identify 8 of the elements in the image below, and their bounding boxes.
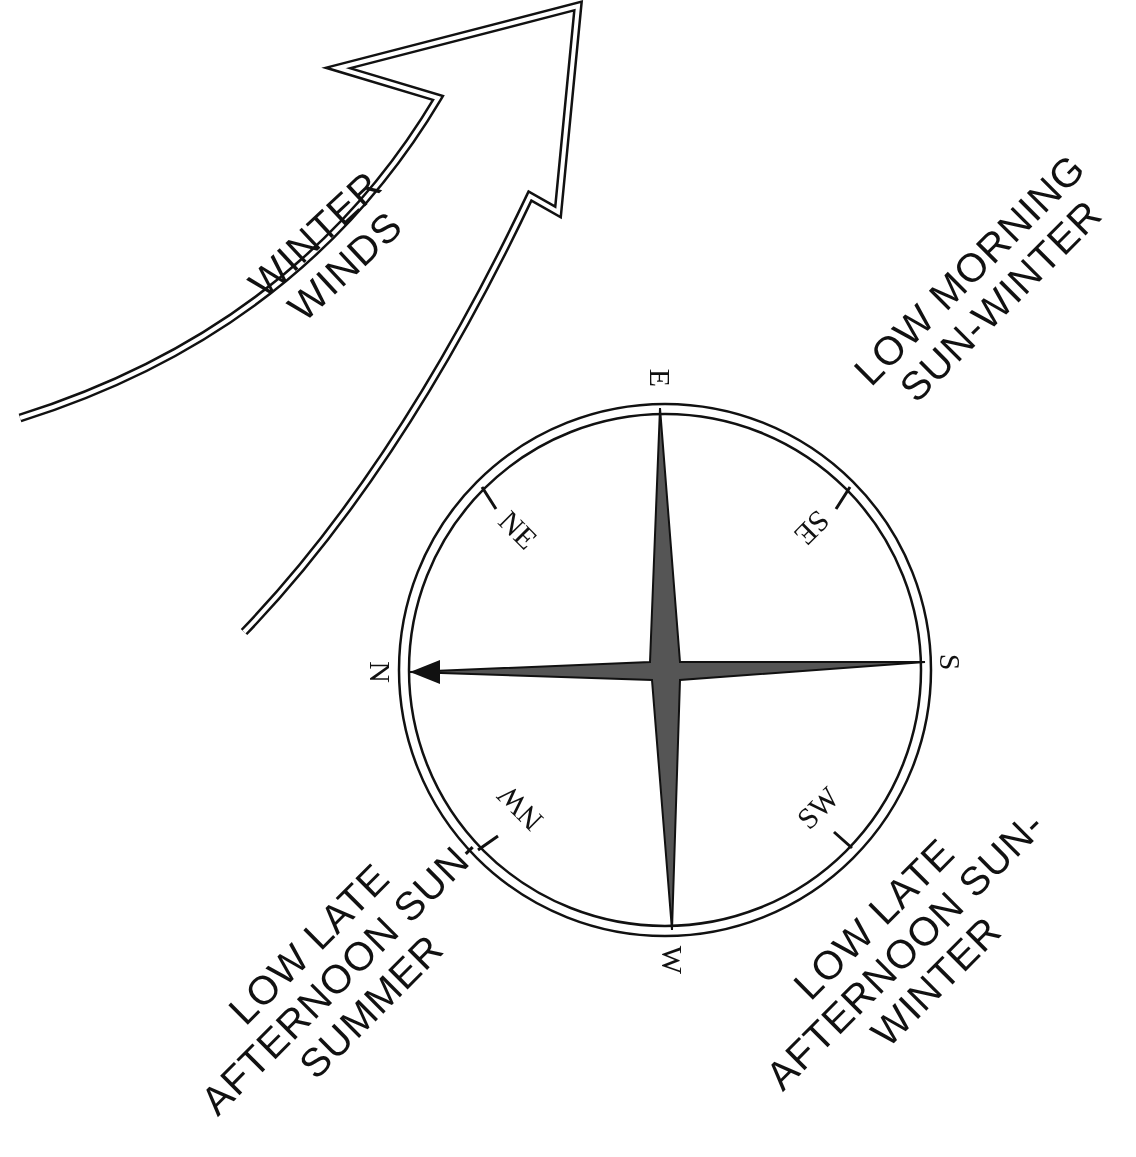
compass-point-label: NE [491, 502, 546, 558]
compass-point-label: SE [787, 503, 838, 555]
compass-point-label: W [656, 944, 688, 977]
compass-point-label: NW [489, 778, 550, 840]
compass-point-label: N [364, 660, 396, 685]
compass-point-label: E [644, 367, 676, 390]
compass-point-label: S [934, 652, 966, 673]
compass-point-label: SW [789, 779, 847, 838]
